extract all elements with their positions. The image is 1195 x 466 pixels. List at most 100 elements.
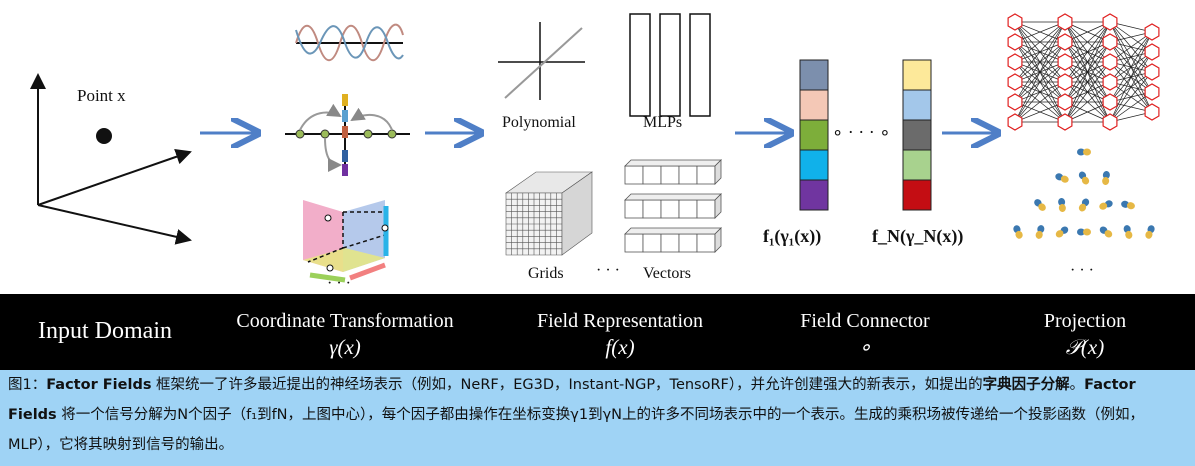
factor-bars <box>799 59 932 211</box>
vector-cell <box>678 165 698 185</box>
vector-cell <box>678 199 698 219</box>
input-axes <box>30 73 192 245</box>
stage-header-bar: Input Domain Coordinate Transformation γ… <box>0 294 1195 370</box>
grids-ellipsis: · · · <box>596 262 620 279</box>
neuron-node <box>1057 33 1073 51</box>
neuron-node <box>1057 13 1073 31</box>
vector-cell <box>624 165 644 185</box>
factor-last-label: f_N(γ_N(x)) <box>872 226 964 246</box>
figure-caption: 图1：Factor Fields 框架统一了许多最近提出的神经场表示（例如，Ne… <box>0 370 1195 466</box>
harmonic-blob <box>1055 173 1069 183</box>
coord-transform-symbol: γ(x) <box>329 335 361 359</box>
vector-cell <box>696 199 716 219</box>
factor-last-segment <box>902 59 932 91</box>
neuron-node <box>1144 83 1160 101</box>
neuron-node <box>1102 33 1118 51</box>
coord-transform-column: Coordinate Transformation γ(x) <box>210 308 480 360</box>
vector-cell <box>660 199 680 219</box>
neuron-node <box>1007 113 1023 131</box>
polynomial-label: Polynomial <box>502 114 576 131</box>
harmonic-blob <box>1077 228 1091 236</box>
connector-dots: ∘ · · · ∘ <box>832 122 891 142</box>
polynomial-icon <box>498 22 585 100</box>
coord-transform-title: Coordinate Transformation <box>236 310 454 332</box>
projection-column: Projection 𝒫(x) <box>990 308 1180 360</box>
harmonic-blob <box>1102 171 1110 185</box>
field-representation-column: Field Representation f(x) <box>500 308 740 360</box>
neuron-node <box>1007 33 1023 51</box>
neuron-node <box>1057 73 1073 91</box>
harmonic-blob <box>1078 171 1090 185</box>
factor-first-label: f₁(γ₁(x)) <box>763 226 822 246</box>
vector-cell <box>624 233 644 253</box>
neuron-node <box>1007 93 1023 111</box>
transform-ellipsis: · · · <box>327 275 351 292</box>
factor-last-segment <box>902 119 932 151</box>
neuron-node <box>1007 53 1023 71</box>
mlps-label: MLPs <box>643 114 683 131</box>
point-dot <box>96 128 112 144</box>
factor-first-segment <box>799 59 829 91</box>
vector-cell <box>696 233 716 253</box>
neuron-node <box>1144 23 1160 41</box>
harmonic-blob <box>1058 198 1066 212</box>
harmonic-blob <box>1123 225 1133 239</box>
neuron-node <box>1057 93 1073 111</box>
factor-last-segment <box>902 179 932 211</box>
grids-label: Grids <box>528 265 564 282</box>
field-connector-column: Field Connector ∘ <box>760 308 970 360</box>
harmonic-blob <box>1099 226 1113 238</box>
factor-last-segment <box>902 89 932 121</box>
hash-mapping-icon <box>285 94 410 176</box>
neuron-node <box>1144 63 1160 81</box>
vector-cell <box>642 233 662 253</box>
factor-first-segment <box>799 119 829 151</box>
field-representation-symbol: f(x) <box>605 335 635 359</box>
projection-title: Projection <box>1043 310 1127 332</box>
factor-first-segment <box>799 149 829 181</box>
neuron-node <box>1007 73 1023 91</box>
vector-cell <box>678 233 698 253</box>
harmonic-blob <box>1145 225 1155 239</box>
neuron-node <box>1057 53 1073 71</box>
input-domain-title: Input Domain <box>38 318 172 344</box>
neuron-node <box>1102 13 1118 31</box>
projection-symbol: 𝒫(x) <box>1065 335 1105 359</box>
spherical-harmonics-icon <box>1013 148 1155 239</box>
figure-graphics <box>30 13 1160 283</box>
neuron-node <box>1102 53 1118 71</box>
field-representation-title: Field Representation <box>536 310 704 332</box>
mlps-icon <box>629 13 711 117</box>
vectors-label: Vectors <box>643 265 691 282</box>
harmonic-blob <box>1013 225 1023 239</box>
factor-first-segment <box>799 179 829 211</box>
harmonic-blob <box>1077 148 1091 156</box>
neuron-node <box>1144 43 1160 61</box>
vector-cell <box>696 165 716 185</box>
triplane-icon <box>303 200 389 283</box>
harmonic-blob <box>1034 199 1046 211</box>
vector-cell <box>642 199 662 219</box>
vector-cell <box>624 199 644 219</box>
mlp-network-icon <box>1007 13 1160 131</box>
vectors-icon <box>624 159 722 253</box>
vector-cell <box>660 233 680 253</box>
neuron-node <box>1102 113 1118 131</box>
harmonic-blob <box>1055 226 1069 238</box>
harmonic-blob <box>1078 198 1090 212</box>
projection-ellipsis: · · · <box>1070 262 1094 279</box>
field-connector-title: Field Connector <box>800 310 930 332</box>
harmonic-blob <box>1121 200 1135 210</box>
vector-cell <box>660 165 680 185</box>
neuron-node <box>1102 93 1118 111</box>
neuron-node <box>1102 73 1118 91</box>
neuron-node <box>1007 13 1023 31</box>
harmonic-blob <box>1099 200 1113 210</box>
neuron-node <box>1144 103 1160 121</box>
factor-first-segment <box>799 89 829 121</box>
factor-last-segment <box>902 149 932 181</box>
neuron-node <box>1057 113 1073 131</box>
field-connector-symbol: ∘ <box>858 335 872 359</box>
point-label: Point x <box>77 86 126 105</box>
harmonic-blob <box>1035 225 1045 239</box>
